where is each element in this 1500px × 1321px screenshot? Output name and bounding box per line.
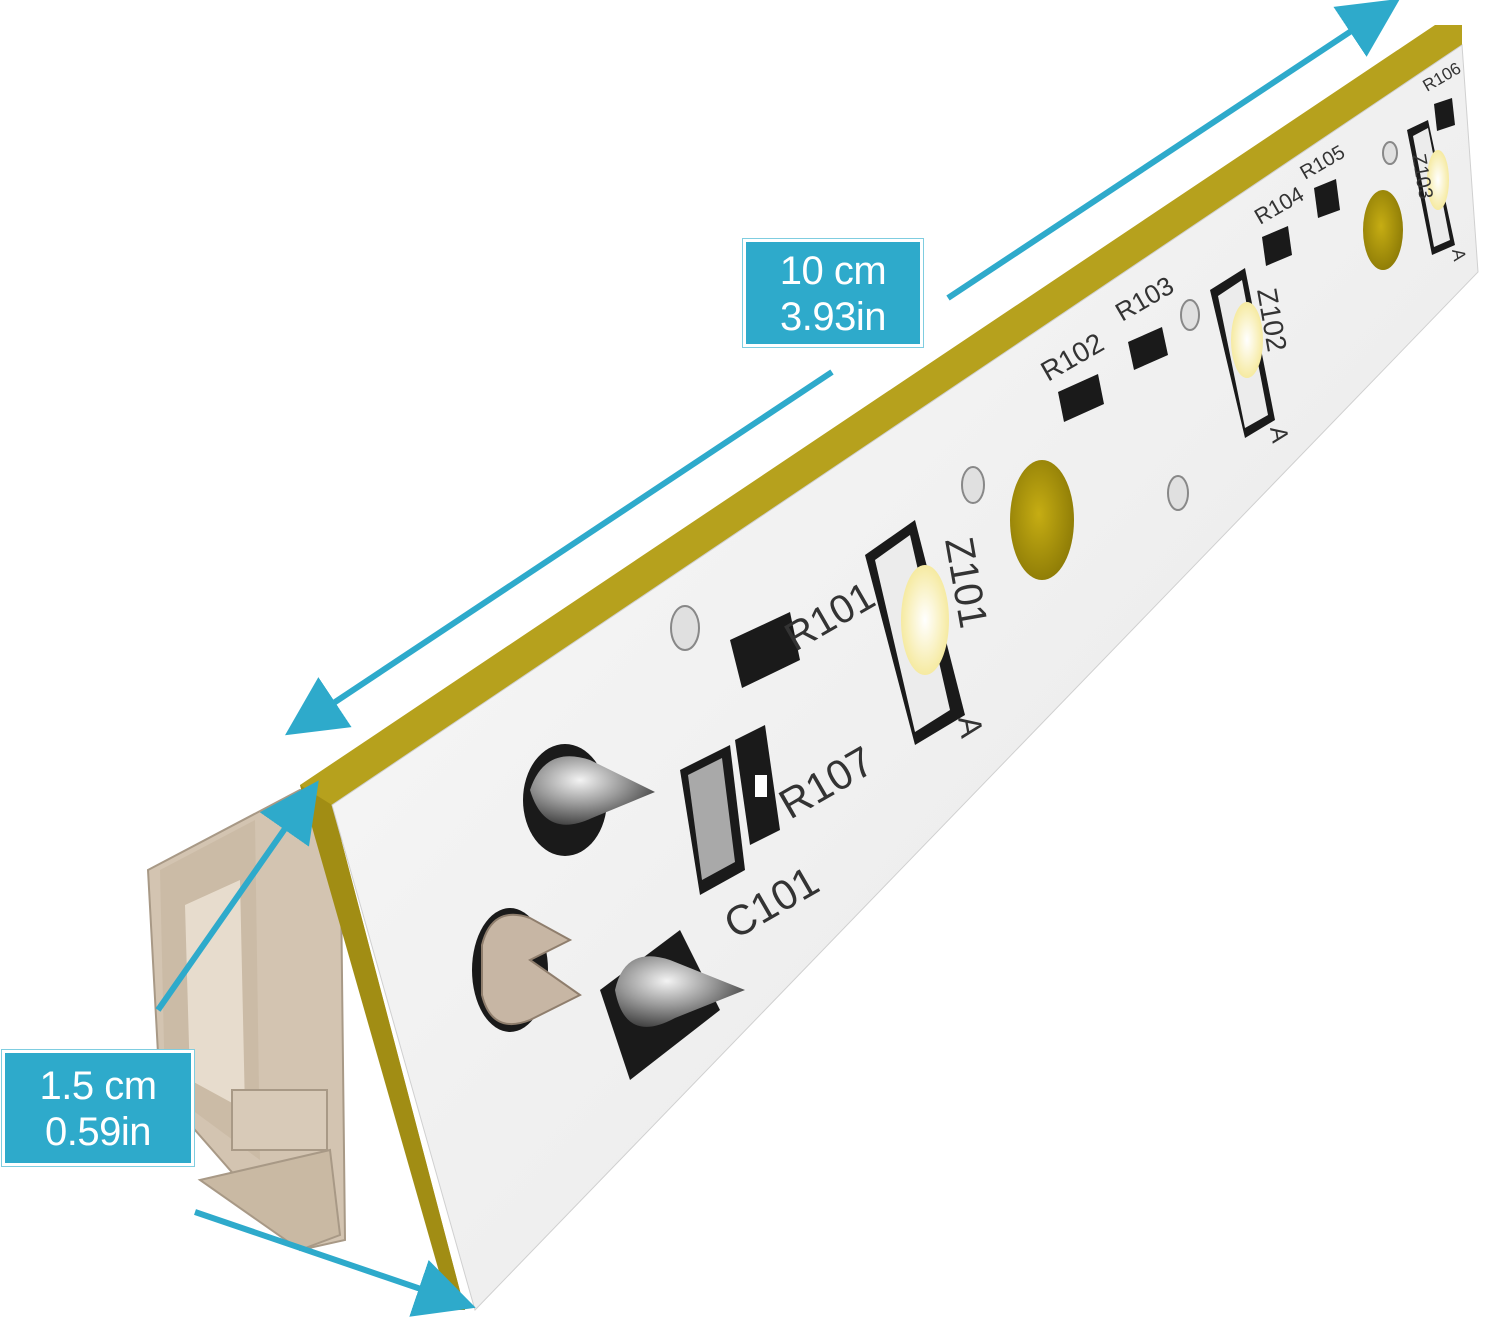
length-arrow-upper (946, 0, 1401, 301)
length-dimension-label: 10 cm 3.93in (743, 239, 923, 347)
length-cm: 10 cm (779, 249, 887, 293)
connector-pin (472, 908, 582, 1032)
resistor (730, 98, 1455, 688)
resistor-r107 (735, 725, 780, 845)
width-dimension-label: 1.5 cm 0.59in (2, 1050, 194, 1166)
led-z102 (1210, 268, 1275, 438)
label-anode: A (1448, 247, 1470, 262)
led-z103 (1407, 120, 1455, 255)
mounting-hole (1363, 190, 1403, 270)
solder-pad (523, 744, 655, 856)
capacitor-c101 (680, 745, 745, 895)
solder-pad (600, 930, 745, 1080)
length-in: 3.93in (780, 295, 886, 339)
vias (670, 141, 1398, 651)
length-arrow-lower (285, 369, 834, 736)
width-cm: 1.5 cm (39, 1064, 157, 1108)
width-in: 0.59in (45, 1110, 151, 1154)
width-arrow-upper (155, 780, 319, 1012)
led-z101 (865, 520, 965, 745)
label-anode: A (1264, 424, 1293, 444)
mounting-hole (1010, 460, 1074, 580)
width-arrow-lower (194, 1209, 476, 1317)
connector-housing (146, 788, 347, 1252)
board-edge (300, 25, 1462, 1310)
